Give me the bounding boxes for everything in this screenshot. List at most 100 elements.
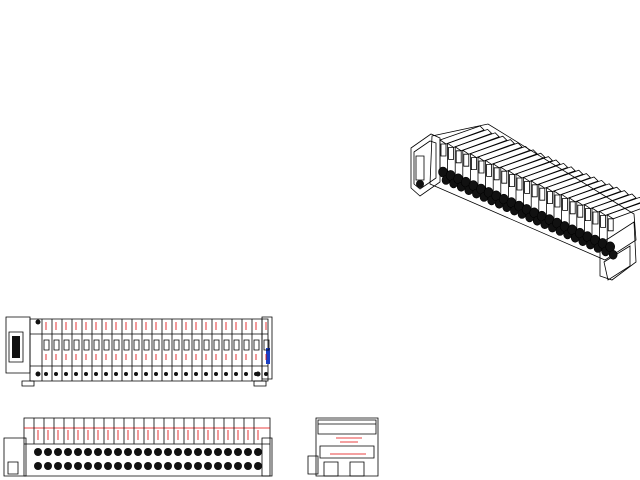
- solenoid: [134, 340, 139, 350]
- port: [144, 372, 148, 376]
- fitting-lower: [609, 250, 617, 259]
- solenoid: [124, 340, 129, 350]
- solenoid: [214, 340, 219, 350]
- valve-top: [592, 194, 636, 212]
- fitting: [34, 448, 42, 456]
- port: [64, 372, 68, 376]
- solenoid: [532, 185, 537, 197]
- solenoid: [84, 340, 89, 350]
- fitting-lower: [214, 462, 222, 470]
- valve-top: [531, 167, 575, 185]
- valve-top: [501, 153, 545, 171]
- solenoid: [234, 340, 239, 350]
- end-view: [308, 418, 378, 476]
- fitting: [114, 448, 122, 456]
- solenoid: [593, 212, 598, 224]
- port: [154, 372, 158, 376]
- valve-top: [455, 133, 499, 151]
- fitting: [144, 448, 152, 456]
- solenoid: [487, 164, 492, 176]
- solenoid: [204, 340, 209, 350]
- solenoid: [54, 340, 59, 350]
- fitting-lower: [84, 462, 92, 470]
- solenoid: [254, 340, 259, 350]
- port: [164, 372, 168, 376]
- valve-top: [546, 174, 590, 192]
- fitting: [84, 448, 92, 456]
- mount-hole: [35, 371, 41, 377]
- solenoid: [114, 340, 119, 350]
- valve-top: [554, 177, 598, 195]
- fitting-lower: [164, 462, 172, 470]
- port: [174, 372, 178, 376]
- solenoid: [194, 340, 199, 350]
- end-block: [600, 222, 636, 280]
- solenoid: [224, 340, 229, 350]
- mount-hole: [255, 371, 261, 377]
- fitting-lower: [224, 462, 232, 470]
- fitting: [194, 448, 202, 456]
- fitting-lower: [124, 462, 132, 470]
- mount-hole: [416, 180, 424, 188]
- fitting-lower: [194, 462, 202, 470]
- fitting: [104, 448, 112, 456]
- solenoid: [525, 181, 530, 193]
- fitting: [234, 448, 242, 456]
- fitting-lower: [74, 462, 82, 470]
- solenoid: [601, 215, 606, 227]
- solenoid: [471, 158, 476, 170]
- solenoid: [449, 147, 454, 159]
- port: [234, 372, 238, 376]
- fitting-lower: [244, 462, 252, 470]
- fitting: [64, 448, 72, 456]
- connector-port: [416, 156, 424, 180]
- port: [74, 372, 78, 376]
- solenoid: [555, 195, 560, 207]
- left-block-foot: [8, 462, 18, 474]
- fitting: [224, 448, 232, 456]
- end-top: [318, 420, 376, 434]
- port: [224, 372, 228, 376]
- solenoid: [494, 168, 499, 180]
- solenoid: [264, 340, 269, 350]
- solenoid: [509, 175, 514, 187]
- valve-top: [470, 140, 514, 158]
- port: [124, 372, 128, 376]
- fitting-lower: [154, 462, 162, 470]
- solenoid: [441, 144, 446, 156]
- solenoid: [502, 171, 507, 183]
- fitting-lower: [64, 462, 72, 470]
- solenoid: [64, 340, 69, 350]
- port: [94, 372, 98, 376]
- fitting: [134, 448, 142, 456]
- solenoid: [578, 205, 583, 217]
- port: [244, 372, 248, 376]
- valve-top: [493, 150, 537, 168]
- end-foot: [350, 462, 364, 476]
- valve-top: [478, 143, 522, 161]
- port: [264, 372, 268, 376]
- valve-top: [539, 170, 583, 188]
- fitting-lower: [184, 462, 192, 470]
- connector-housing: [414, 141, 436, 189]
- valve-top: [584, 191, 628, 209]
- fitting: [164, 448, 172, 456]
- foot: [22, 381, 34, 386]
- connector: [9, 332, 23, 362]
- fitting-lower: [234, 462, 242, 470]
- fitting: [244, 448, 252, 456]
- end-mid: [320, 446, 374, 458]
- end-side-tab: [308, 456, 318, 474]
- valve-top: [562, 180, 606, 198]
- solenoid: [517, 178, 522, 190]
- port: [104, 372, 108, 376]
- solenoid: [94, 340, 99, 350]
- port: [134, 372, 138, 376]
- fitting-lower: [104, 462, 112, 470]
- solenoid: [540, 188, 545, 200]
- front-view: [6, 317, 272, 386]
- mount-hole: [35, 319, 41, 325]
- solenoid: [174, 340, 179, 350]
- solenoid: [585, 209, 590, 221]
